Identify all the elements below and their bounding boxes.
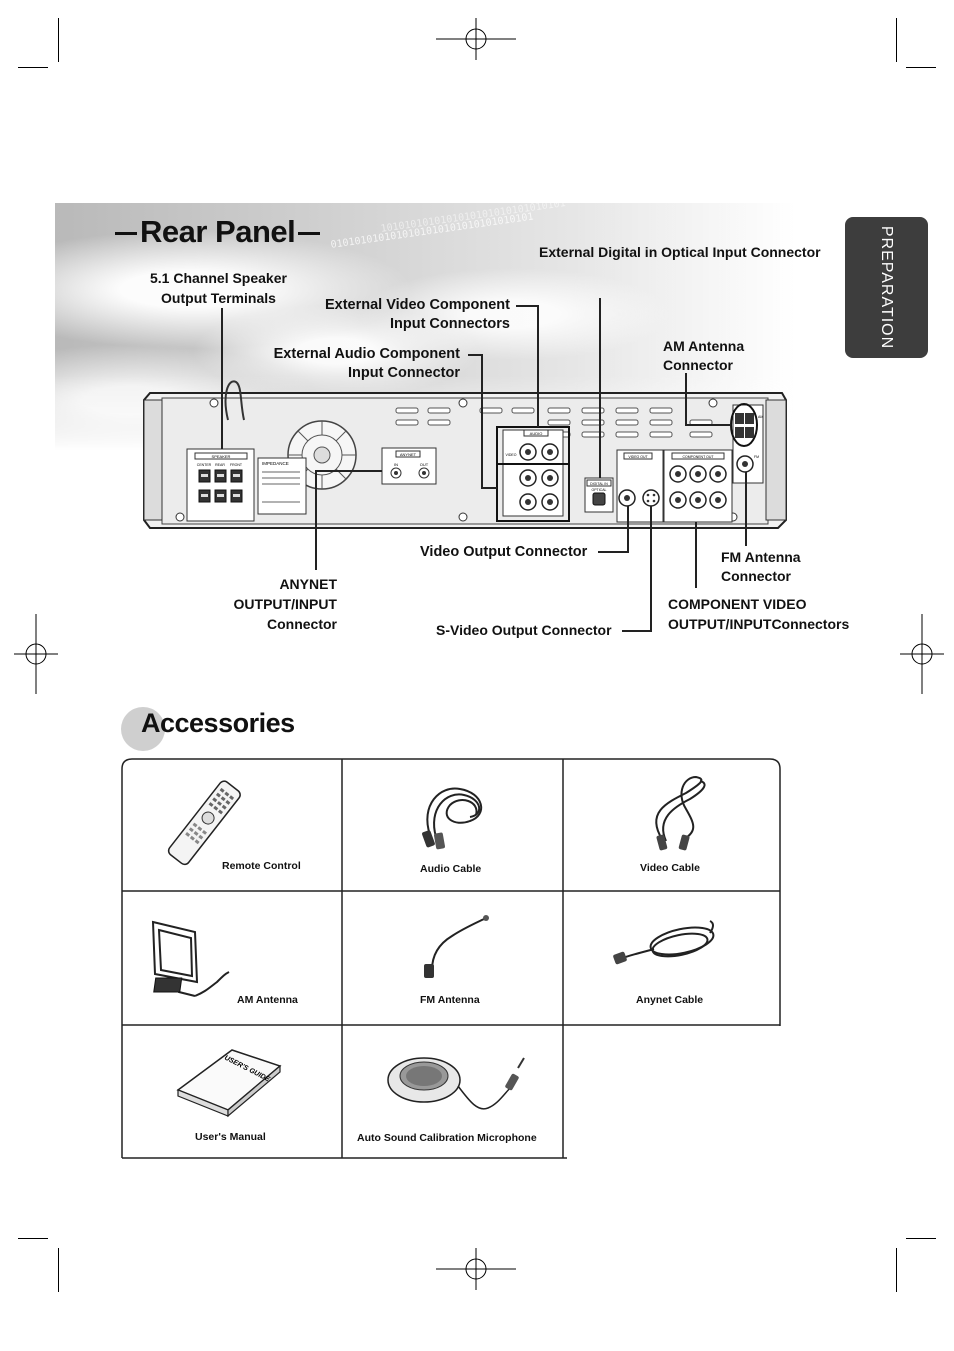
accessories-heading-circle xyxy=(121,707,165,751)
panel-mark-out: OUT xyxy=(420,462,429,467)
remote-control-icon xyxy=(167,780,241,866)
label-anynet: ANYNET OUTPUT/INPUT Connector xyxy=(233,576,337,632)
panel-mark-am: AM xyxy=(758,415,763,419)
rear-panel-diagram: SPEAKER CENTER REAR FRONT IMPEDANCE ANYN… xyxy=(143,298,787,632)
rear-panel-title: Rear Panel xyxy=(112,214,323,250)
accessory-am-antenna xyxy=(145,912,235,1012)
label-video-output: Video Output Connector xyxy=(420,544,588,560)
panel-mark-speaker: SPEAKER xyxy=(212,454,231,459)
label-fm-antenna: FM Antenna Connector xyxy=(721,549,801,584)
label-speaker-terminals: 5.1 Channel Speaker Output Terminals xyxy=(150,270,287,306)
accessory-audio-cable xyxy=(410,775,494,860)
microphone-icon xyxy=(387,1057,525,1110)
caption-video-cable: Video Cable xyxy=(640,862,700,874)
caption-users-manual: User's Manual xyxy=(195,1131,266,1143)
label-ext-video-component: External Video Component Input Connector… xyxy=(324,297,510,332)
fm-antenna-icon xyxy=(424,915,489,978)
accessory-video-cable xyxy=(636,773,716,862)
caption-audio-cable: Audio Cable xyxy=(420,863,482,875)
accessories-title: Accessories xyxy=(141,708,295,738)
panel-mark-video: VIDEO xyxy=(506,453,517,457)
label-s-video-output: S-Video Output Connector xyxy=(436,622,612,638)
users-manual-icon: USER'S GUIDE xyxy=(176,1049,282,1118)
accessory-remote-control xyxy=(160,775,250,875)
label-ext-audio-component: External Audio Component Input Connector xyxy=(273,346,460,381)
registration-mark-right xyxy=(900,614,944,694)
panel-mark-audio: AUDIO xyxy=(530,431,543,436)
caption-anynet-cable: Anynet Cable xyxy=(636,994,704,1006)
panel-mark-front: FRONT xyxy=(230,463,243,467)
panel-mark-video-out: VIDEO OUT xyxy=(628,455,648,459)
video-cable-icon xyxy=(655,775,706,851)
accessory-anynet-cable xyxy=(610,915,722,986)
label-ext-digital-optical: External Digital in Optical Input Connec… xyxy=(539,244,821,260)
panel-mark-fm: FM xyxy=(754,455,759,459)
label-am-antenna: AM Antenna Connector xyxy=(663,338,745,373)
panel-mark-anynet: ANYNET xyxy=(400,452,417,457)
panel-mark-rear: REAR xyxy=(215,463,225,467)
panel-mark-center: CENTER xyxy=(197,463,212,467)
caption-microphone: Auto Sound Calibration Microphone xyxy=(357,1132,537,1144)
label-component-video: COMPONENT VIDEO OUTPUT/INPUTConnectors xyxy=(668,596,850,632)
panel-mark-digital-in: DIGITAL IN xyxy=(590,482,608,486)
accessory-fm-antenna xyxy=(418,912,498,987)
caption-am-antenna: AM Antenna xyxy=(237,994,298,1006)
anynet-cable-icon xyxy=(613,920,715,965)
audio-cable-icon xyxy=(422,787,483,850)
panel-mark-impedance: IMPEDANCE xyxy=(262,461,289,466)
caption-fm-antenna: FM Antenna xyxy=(420,994,480,1006)
registration-mark-bottom xyxy=(436,1248,516,1290)
panel-mark-in: IN xyxy=(394,462,398,467)
section-tab: PREPARATION xyxy=(845,217,928,358)
panel-mark-optical: OPTICAL xyxy=(592,488,607,492)
panel-mark-component-out: COMPONENT OUT xyxy=(682,455,714,459)
accessory-microphone xyxy=(384,1052,530,1121)
registration-mark-top xyxy=(436,18,516,60)
registration-mark-left xyxy=(14,614,58,694)
am-antenna-icon xyxy=(151,920,230,997)
accessory-users-manual: USER'S GUIDE xyxy=(168,1040,286,1127)
caption-remote-control: Remote Control xyxy=(222,860,301,872)
